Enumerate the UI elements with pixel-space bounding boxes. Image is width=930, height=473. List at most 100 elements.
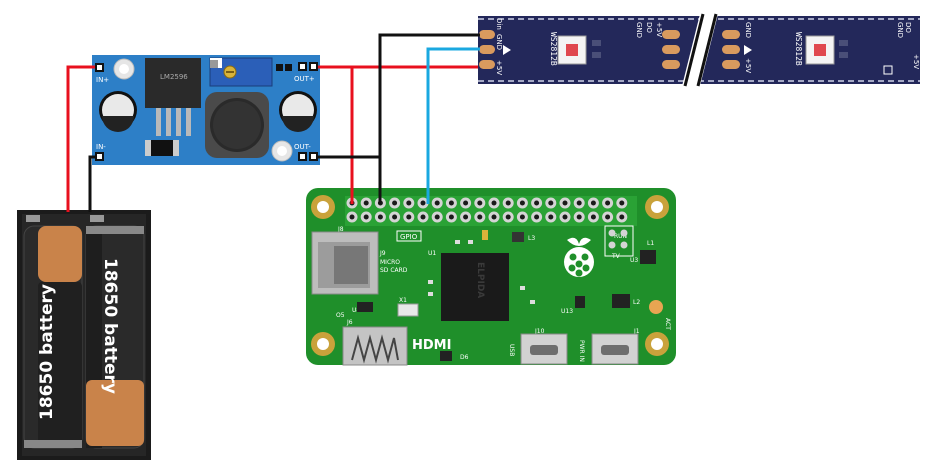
diode <box>145 140 179 156</box>
gpio-pin-hole <box>534 214 540 220</box>
gpio-pin-hole <box>505 200 511 206</box>
battery-cell-2-label: 18650 battery <box>100 258 120 394</box>
soc-chip <box>441 253 509 321</box>
gpio-pin-hole <box>377 214 383 220</box>
strip-pin-din-label: Din <box>495 18 503 30</box>
strip-seg1-do-label: DO <box>645 22 653 33</box>
gpio-pin-hole <box>477 214 483 220</box>
raspberry-pi-zero: J8 GPIO J9 MICRO SD CARD ELPIDA U1 L3 U8… <box>306 188 676 366</box>
strip-seg2-5v-label: +5V <box>744 58 752 73</box>
gpio-pin-hole <box>519 214 525 220</box>
pi-j10-label: J10 <box>534 328 545 335</box>
buck-converter-lm2596: IN+ IN- OUT+ OUT- LM2596 <box>92 55 320 165</box>
strip-seg1-gnd-label: GND <box>635 22 643 38</box>
pi-x1-label: X1 <box>399 297 407 304</box>
gpio-pin-hole <box>619 200 625 206</box>
wire-battery-positive <box>66 65 95 212</box>
converter-out-plus-label: OUT+ <box>294 75 315 83</box>
gpio-pin-hole <box>448 214 454 220</box>
converter-in-plus-label: IN+ <box>96 76 109 84</box>
gpio-pads <box>346 197 628 223</box>
pi-u3-label: U3 <box>630 257 638 264</box>
gpio-pin-hole <box>463 200 469 206</box>
pi-pwr-in-label: PWR IN <box>578 340 585 362</box>
gpio-pin-hole <box>477 200 483 206</box>
strip-seg2-gnd-label: GND <box>744 22 752 38</box>
converter-out-minus-label: OUT- <box>294 143 311 151</box>
strip-seg2-out-gnd-label: GND <box>896 22 904 38</box>
gpio-pin-hole <box>434 214 440 220</box>
strip-pad-5v-in <box>479 60 495 69</box>
gpio-pin-hole <box>519 200 525 206</box>
raspberry-logo-icon <box>564 237 594 277</box>
gpio-pin-hole <box>420 200 426 206</box>
pi-l2-label: L2 <box>633 299 640 306</box>
gpio-pin-hole <box>349 214 355 220</box>
gpio-pin-hole <box>491 214 497 220</box>
gpio-pin-hole <box>605 214 611 220</box>
pi-u13-label: U13 <box>561 308 573 315</box>
gpio-pin-hole <box>420 214 426 220</box>
wire-battery-negative <box>88 155 95 212</box>
pi-u1-label: U1 <box>428 250 436 257</box>
gpio-pin-hole <box>392 214 398 220</box>
gpio-pin-hole <box>590 214 596 220</box>
wire-gnd-to-strip <box>378 33 480 157</box>
gpio-pin-hole <box>534 200 540 206</box>
strip-pin-5v-label: +5V <box>495 60 503 75</box>
pi-j8-label: J8 <box>337 226 344 233</box>
gpio-pin-hole <box>590 200 596 206</box>
pi-j6-label: J6 <box>346 319 353 326</box>
gpio-pin-hole <box>406 214 412 220</box>
converter-in-minus-label: IN- <box>96 143 106 151</box>
gpio-pin-hole <box>363 200 369 206</box>
battery-cell-1-label: 18650 battery <box>37 284 57 420</box>
pi-micro-sd-line2: SD CARD <box>380 267 408 274</box>
pi-l1-label: L1 <box>647 240 654 247</box>
pi-j9-label: J9 <box>379 250 386 257</box>
strip-chip-label-2: WS2812B <box>794 32 803 66</box>
lm2596-chip <box>145 58 201 108</box>
wires <box>66 33 480 212</box>
strip-pad-gnd-in <box>479 30 495 39</box>
gpio-pin-hole <box>562 214 568 220</box>
strip-pin-gnd-label: GND <box>495 34 503 50</box>
strip-seg2-out-do-label: DO <box>904 22 912 33</box>
gpio-pin-hole <box>576 214 582 220</box>
gpio-pin-hole <box>363 214 369 220</box>
pi-micro-sd-line1: MICRO <box>380 259 400 266</box>
strip-seg1-5v-label: +5V <box>655 22 663 37</box>
wire-data-din <box>426 47 480 204</box>
pi-usb-label: USB <box>508 344 515 356</box>
gpio-pin-hole <box>491 200 497 206</box>
gpio-pin-hole <box>448 200 454 206</box>
strip-direction-arrow-icon-2 <box>744 45 752 55</box>
pi-o5-label: O5 <box>336 312 345 319</box>
act-led <box>649 300 663 314</box>
gpio-pin-hole <box>406 200 412 206</box>
gpio-pin-hole <box>548 200 554 206</box>
pi-l3-label: L3 <box>528 235 535 242</box>
pi-run-label: RUN <box>614 233 627 240</box>
pi-d6-label: D6 <box>460 354 469 361</box>
gpio-pin-hole <box>576 200 582 206</box>
pi-chip-brand-label: ELPIDA <box>475 262 485 298</box>
gpio-pin-hole <box>392 200 398 206</box>
pi-hdmi-label: HDMI <box>412 338 451 353</box>
pi-j1-label: J1 <box>633 328 640 335</box>
battery-holder: 18650 battery 18650 battery <box>17 210 151 460</box>
gpio-pin-hole <box>605 200 611 206</box>
pi-gpio-label: GPIO <box>400 233 418 241</box>
strip-chip-label-1: WS2812B <box>549 32 558 66</box>
gpio-pin-hole <box>619 214 625 220</box>
strip-direction-arrow-icon <box>503 45 511 55</box>
strip-pad-din <box>479 45 495 54</box>
led-strip: GND Din +5V WS2812B GND DO +5V GND +5V W… <box>478 13 920 87</box>
strip-seg2-out-5v-label: +5V <box>912 54 920 69</box>
gpio-pin-hole <box>548 214 554 220</box>
gpio-pin-hole <box>434 200 440 206</box>
converter-chip-label: LM2596 <box>160 73 188 81</box>
gpio-pin-hole <box>463 214 469 220</box>
gpio-pin-hole <box>562 200 568 206</box>
